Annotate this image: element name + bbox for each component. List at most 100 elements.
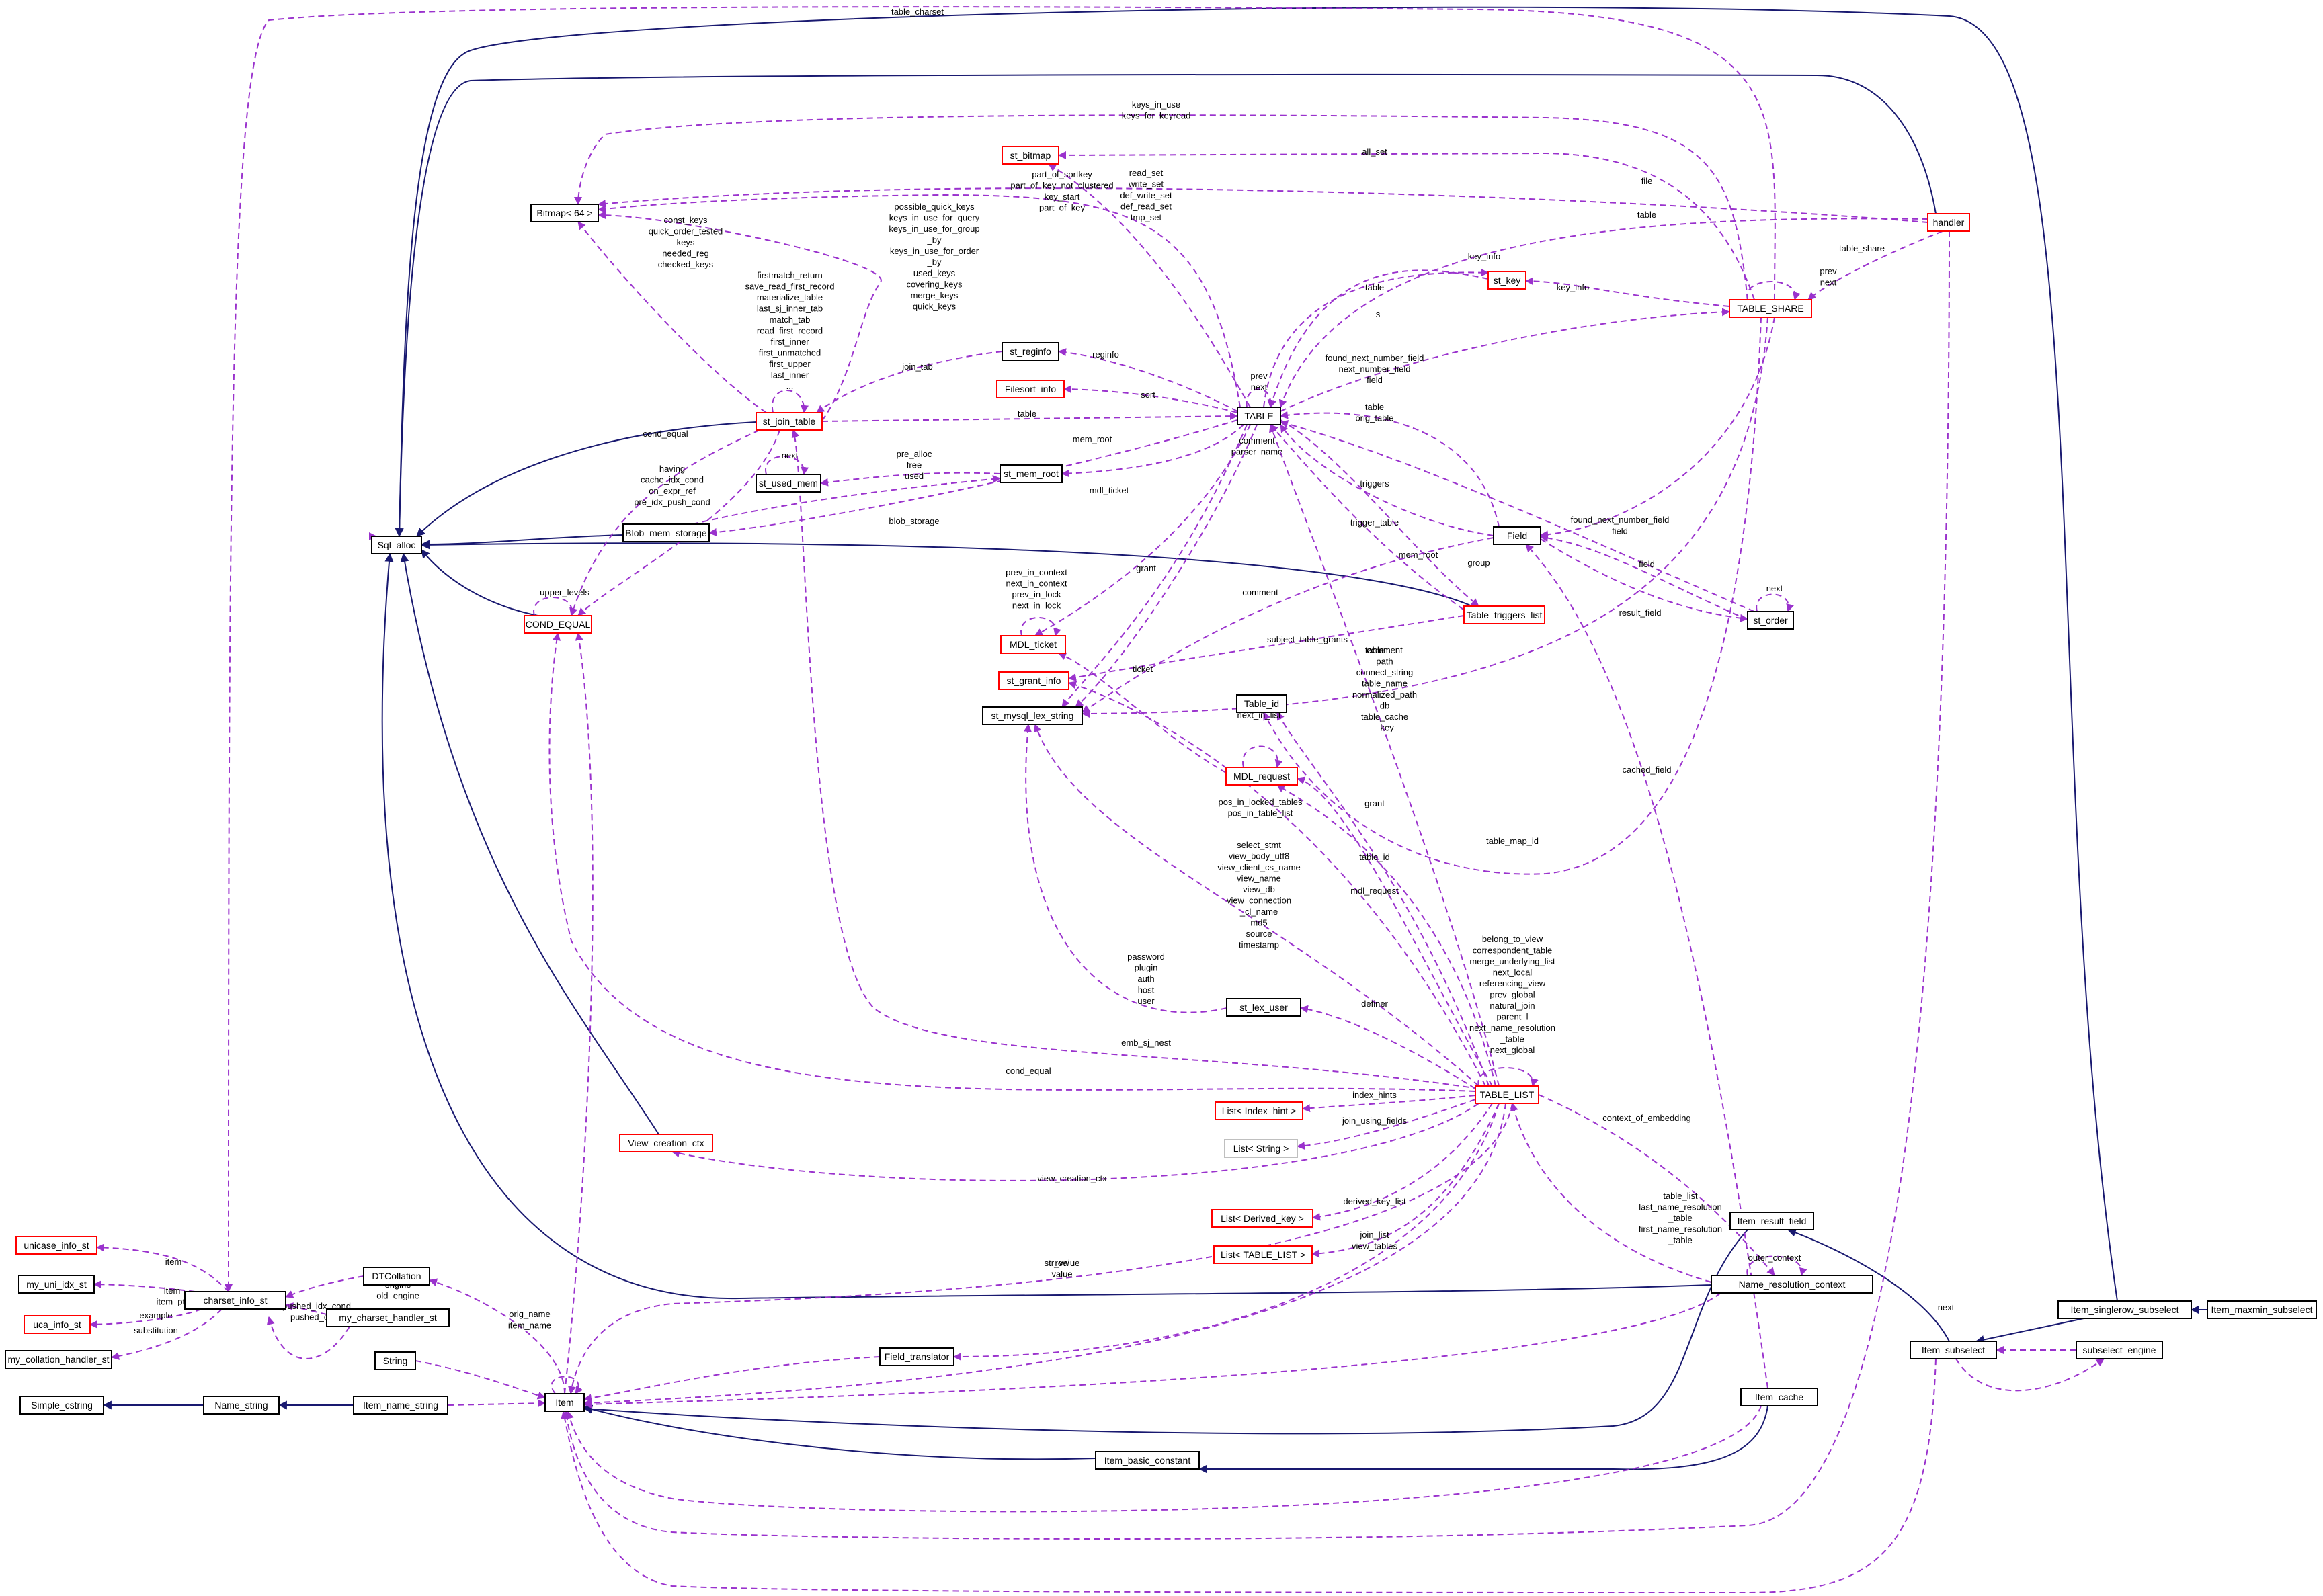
usage-edge-table-list-to-mdl-request	[1297, 776, 1493, 1087]
edge-label: group	[1467, 558, 1490, 568]
class-node-filesort-info[interactable]: Filesort_info	[996, 380, 1065, 398]
edge-label: s	[1376, 309, 1381, 319]
class-node-table-id[interactable]: Table_id	[1236, 694, 1287, 713]
class-node-unicase-info-st[interactable]: unicase_info_st	[15, 1236, 97, 1255]
usage-edge-st-join-table-to-bitmap-64	[577, 221, 767, 413]
class-node-st-key[interactable]: st_key	[1487, 271, 1526, 290]
class-node-list-string[interactable]: List< String >	[1224, 1139, 1298, 1158]
edges-layer	[89, 6, 2207, 1594]
class-node-st-mem-root[interactable]: st_mem_root	[1000, 464, 1063, 483]
usage-edge-table-to-st-mem-root	[1061, 424, 1244, 478]
class-node-dtcollation[interactable]: DTCollation	[363, 1267, 430, 1286]
class-node-table-triggers-list[interactable]: Table_triggers_list	[1463, 605, 1545, 624]
class-node-table-share[interactable]: TABLE_SHARE	[1729, 299, 1812, 318]
class-node-blob-mem-storage[interactable]: Blob_mem_storage	[622, 523, 710, 542]
class-node-box	[1237, 407, 1281, 425]
usage-edge-charset-info-st-to-my-collation-handler-st	[111, 1308, 222, 1360]
class-node-mdl-ticket[interactable]: MDL_ticket	[1000, 635, 1066, 654]
edge-labels-layer: itemengineold_enginestr_valuenextitemite…	[134, 7, 1955, 1335]
usage-edge-st-join-table-to-cond-equal	[577, 429, 780, 616]
usage-edge-table-share-to-bitmap-64	[574, 114, 1748, 300]
edge-label: join_using_fields	[1342, 1116, 1408, 1126]
class-node-subselect-engine[interactable]: subselect_engine	[2076, 1341, 2163, 1359]
class-node-name-resolution-context[interactable]: Name_resolution_context	[1711, 1275, 1873, 1294]
class-node-st-used-mem[interactable]: st_used_mem	[756, 474, 821, 493]
edge-label: blob_storage	[889, 516, 939, 526]
class-node-st-lex-user[interactable]: st_lex_user	[1226, 998, 1301, 1017]
usage-edge-table-to-st-reginfo	[1058, 348, 1238, 412]
class-node-list-index-hint[interactable]: List< Index_hint >	[1215, 1101, 1303, 1120]
usage-edge-my-charset-handler-st-to-charset-info-st	[285, 1302, 327, 1315]
class-node-string[interactable]: String	[374, 1351, 416, 1370]
class-node-item[interactable]: Item	[544, 1393, 585, 1412]
class-node-mdl-request[interactable]: MDL_request	[1225, 767, 1298, 786]
class-node-handler[interactable]: handler	[1927, 213, 1970, 232]
usage-edge-table-to-table-share	[1280, 308, 1730, 412]
class-node-st-bitmap[interactable]: st_bitmap	[1002, 146, 1059, 165]
class-node-box	[1213, 1245, 1313, 1264]
inheritance-edge-item-singlerow-subselect-to-sql-alloc	[395, 6, 2118, 1302]
class-node-item-basic-constant[interactable]: Item_basic_constant	[1095, 1451, 1200, 1470]
edge-label: subject_table_grants	[1267, 634, 1348, 644]
usage-edge-table-share-to-table-id	[1263, 317, 1762, 875]
edge-label: mdl_ticket	[1090, 485, 1129, 495]
class-node-view-creation-ctx[interactable]: View_creation_ctx	[619, 1134, 713, 1152]
class-node-uca-info-st[interactable]: uca_info_st	[24, 1315, 91, 1334]
class-node-table[interactable]: TABLE	[1237, 407, 1281, 425]
class-node-st-order[interactable]: st_order	[1747, 611, 1794, 630]
class-node-charset-info-st[interactable]: charset_info_st	[184, 1291, 286, 1310]
class-node-sql-alloc[interactable]: Sql_alloc	[371, 536, 422, 554]
edge-label: table_charset	[891, 7, 944, 17]
usage-edge-item-to-dtcollation	[429, 1278, 565, 1394]
class-node-box	[371, 536, 422, 554]
class-node-st-grant-info[interactable]: st_grant_info	[998, 671, 1069, 690]
class-node-item-subselect[interactable]: Item_subselect	[1910, 1341, 1997, 1359]
usage-edge-table-list-to-list-index-hint	[1302, 1095, 1476, 1113]
class-node-item-name-string[interactable]: Item_name_string	[353, 1396, 448, 1415]
class-node-my-collation-handler-st[interactable]: my_collation_handler_st	[5, 1350, 112, 1369]
usage-edge-table-list-to-st-lex-user	[1300, 1005, 1476, 1089]
usage-edge-charset-info-st-to-my-uni-idx-st	[93, 1280, 196, 1292]
usage-edge-field-to-table	[1280, 411, 1500, 528]
class-node-label: st_lex_user	[1239, 1002, 1288, 1013]
class-node-box	[530, 204, 599, 222]
inheritance-edge-item-cache-to-item-basic-constant	[1198, 1405, 1768, 1474]
class-node-list-derived-key[interactable]: List< Derived_key >	[1211, 1209, 1313, 1228]
class-node-box	[2207, 1300, 2317, 1319]
class-node-field-translator[interactable]: Field_translator	[879, 1347, 954, 1366]
class-node-my-charset-handler-st[interactable]: my_charset_handler_st	[326, 1308, 450, 1327]
class-node-label: Item_singlerow_subselect	[2070, 1304, 2178, 1315]
class-node-simple-cstring[interactable]: Simple_cstring	[19, 1396, 104, 1415]
class-node-st-join-table[interactable]: st_join_table	[756, 412, 823, 431]
class-node-my-uni-idx-st[interactable]: my_uni_idx_st	[18, 1275, 95, 1294]
class-node-table-list[interactable]: TABLE_LIST	[1475, 1085, 1539, 1104]
class-node-box	[879, 1347, 954, 1366]
inheritance-edge-item-subselect-to-item-result-field	[1787, 1228, 1950, 1342]
class-node-label: st_reginfo	[1010, 346, 1051, 357]
class-node-label: View_creation_ctx	[628, 1138, 704, 1148]
usage-edge-table-list-to-list-string	[1297, 1099, 1476, 1150]
class-node-item-cache[interactable]: Item_cache	[1740, 1388, 1818, 1406]
class-node-name-string[interactable]: Name_string	[203, 1396, 280, 1415]
class-node-list-table-list[interactable]: List< TABLE_LIST >	[1213, 1245, 1313, 1264]
class-node-st-reginfo[interactable]: st_reginfo	[1002, 342, 1059, 361]
class-node-st-mysql-lex-string[interactable]: st_mysql_lex_string	[982, 706, 1083, 725]
class-node-field[interactable]: Field	[1493, 526, 1541, 545]
usage-edge-name-resolution-context-to-item	[583, 1292, 1721, 1409]
usage-edge-st-order-to-st-order	[1756, 593, 1794, 612]
class-node-item-singlerow-subselect[interactable]: Item_singlerow_subselect	[2057, 1300, 2192, 1319]
usage-edge-cond-equal-to-cond-equal	[533, 597, 577, 616]
class-node-item-maxmin-subselect[interactable]: Item_maxmin_subselect	[2207, 1300, 2317, 1319]
class-node-label: st_join_table	[763, 416, 816, 427]
usage-edge-item-to-item	[551, 1376, 583, 1394]
class-node-label: charset_info_st	[204, 1295, 268, 1306]
class-node-item-result-field[interactable]: Item_result_field	[1729, 1212, 1814, 1230]
class-node-cond-equal[interactable]: COND_EQUAL	[524, 615, 592, 634]
usage-edge-mdl-request-to-mdl-ticket	[1058, 652, 1227, 773]
usage-edge-table-to-table	[1246, 388, 1276, 408]
class-node-bitmap-64[interactable]: Bitmap< 64 >	[530, 204, 599, 222]
